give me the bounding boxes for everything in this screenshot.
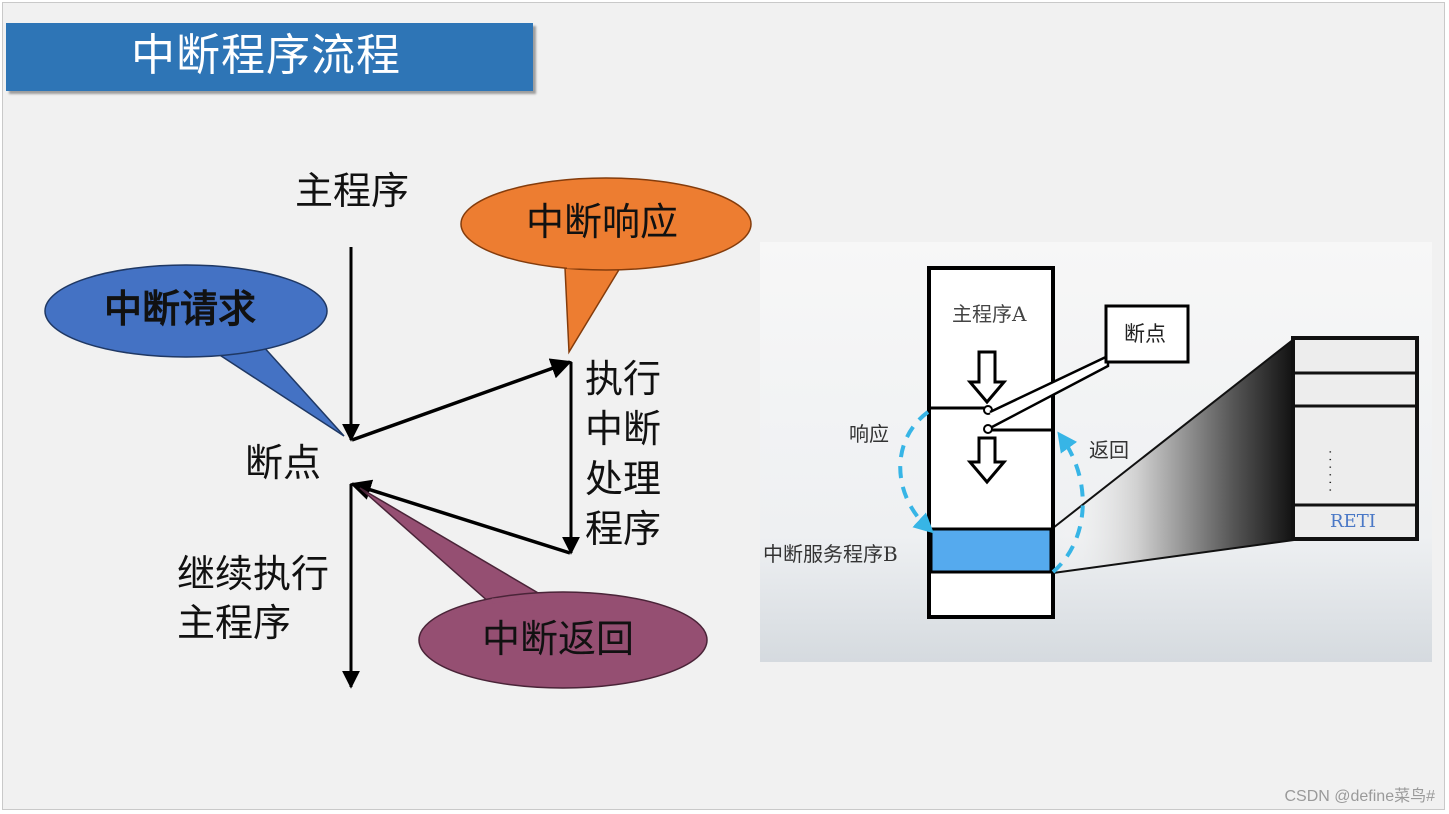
main-program-label: 主程序 [295,169,410,213]
isr-label-2: 中断 [585,407,662,451]
breakpoint-label: 断点 [245,441,322,485]
main-program-a-label: 主程序A [952,302,1027,326]
return-bubble-label: 中断返回 [482,617,635,661]
figure-response-label: 响应 [849,422,889,446]
request-bubble [44,264,328,358]
return-bubble [418,591,708,689]
service-routine-block [929,527,1053,574]
continue-label-2: 主程序 [177,601,292,645]
reti-label: RETI [1330,511,1376,532]
service-routine-label: 中断服务程序B [763,542,898,566]
slide-title: 中断程序流程 [131,30,401,81]
isr-label-1: 执行 [585,357,662,401]
down-arrow-icon [966,436,1008,485]
title-bar: 中断程序流程 [6,23,533,91]
isr-label-4: 程序 [585,507,662,551]
response-arc [898,410,934,534]
isr-label-3: 处理 [585,457,662,501]
down-arrow-icon [966,350,1008,405]
response-bubble-label: 中断响应 [526,200,679,244]
watermark: CSDN @define菜鸟# [1284,788,1435,805]
figure-return-label: 返回 [1089,438,1129,462]
figure-breakpoint-label: 断点 [1124,322,1166,346]
arrow-to-isr [351,358,572,442]
ellipsis-dots: · · · · · · [1323,450,1337,492]
continue-label-1: 继续执行 [177,552,330,596]
arrow-return [349,479,571,555]
zoom-cone [1053,339,1294,573]
response-bubble [460,177,752,271]
return-arc [1051,431,1085,574]
breakpoint-callout [1104,304,1190,364]
request-bubble-label: 中断请求 [104,287,257,331]
